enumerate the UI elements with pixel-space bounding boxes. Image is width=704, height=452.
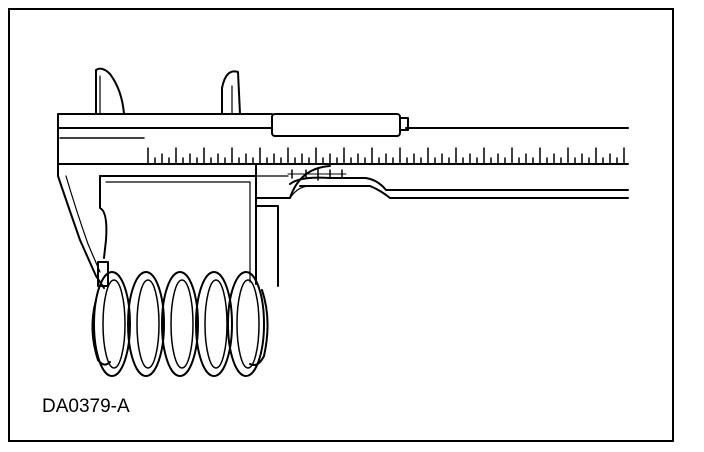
spring-coil <box>195 271 233 377</box>
spring-coil <box>227 271 265 377</box>
spring-coil <box>93 271 131 377</box>
coil-spring <box>91 271 269 377</box>
lower-fixed-jaw <box>57 163 109 289</box>
spring-end-left <box>91 299 111 366</box>
figure-id-label: DA0379-A <box>42 396 130 417</box>
spring-coil <box>127 271 165 377</box>
spring-coil-inner <box>236 279 260 369</box>
spring-coil <box>161 271 199 377</box>
vernier-scale-ticks <box>287 167 347 181</box>
upper-fixed-jaw <box>95 67 125 115</box>
spring-coil-inner <box>136 279 160 369</box>
illustration-frame <box>8 8 674 442</box>
vernier-slider <box>99 163 331 287</box>
main-scale-ticks <box>147 147 625 165</box>
caliper-beam <box>57 113 629 165</box>
spring-coil-inner <box>204 279 228 369</box>
slider-lock-block <box>271 113 409 137</box>
spring-coil-inner <box>170 279 194 369</box>
depth-rod <box>289 176 629 199</box>
spring-end-right <box>249 289 269 366</box>
spring-coil-inner <box>102 279 126 369</box>
upper-sliding-jaw <box>221 70 241 115</box>
